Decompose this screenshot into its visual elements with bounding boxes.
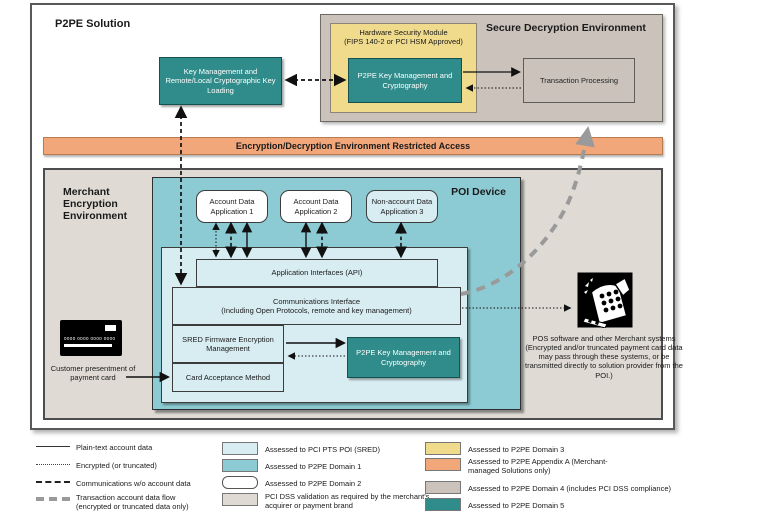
comms-line2: (Including Open Protocols, remote and ke… (221, 306, 412, 315)
legend-swatch-domain2-label: Assessed to P2PE Domain 2 (265, 479, 362, 488)
legend-line-solid (36, 446, 70, 447)
poi-title: POI Device (451, 186, 506, 198)
comms-line1: Communications Interface (272, 296, 361, 306)
card-stripe (64, 344, 112, 347)
legend-swatch-domain5-label: Assessed to P2PE Domain 5 (468, 501, 565, 510)
legend-swatch-domain3-label: Assessed to P2PE Domain 3 (468, 445, 565, 454)
card-acceptance-method-box: Card Acceptance Method (172, 363, 284, 392)
sred-firmware-box: SRED Firmware Encryption Management (172, 325, 284, 363)
p2pe-solution-label: P2PE Solution (55, 18, 131, 30)
legend-swatch-domain1-label: Assessed to P2PE Domain 1 (265, 462, 362, 471)
sde-title: Secure Decryption Environment (486, 22, 646, 34)
legend-swatch-pcidss (222, 493, 258, 506)
customer-presentment-caption: Customer presentment of payment card (50, 364, 136, 383)
restricted-access-banner: Encryption/Decryption Environment Restri… (43, 137, 663, 155)
mee-title: Merchant Encryption Environment (63, 186, 128, 222)
card-chip (105, 325, 116, 331)
card-number: 0000 0000 0000 0000 (64, 336, 116, 341)
legend-swatch-pcidss-label: PCI DSS validation as required by the me… (265, 492, 430, 511)
merchant-encryption-environment-box: Merchant Encryption Environment POI Devi… (43, 168, 683, 420)
legend-swatch-appendixA-label: Assessed to P2PE Appendix A (Merchant-ma… (468, 457, 608, 476)
poi-p2pe-key-management-box: P2PE Key Management and Cryptography (347, 337, 460, 378)
legend-line-dashed-label: Communications w/o account data (76, 479, 191, 488)
legend-swatch-domain5 (425, 498, 461, 511)
key-management-box: Key Management and Remote/Local Cryptogr… (159, 57, 282, 105)
legend-line-dotted (36, 464, 70, 465)
legend-line-gray-label: Transaction account data flow (encrypted… (76, 493, 189, 512)
legend-swatch-sred (222, 442, 258, 455)
application-interfaces-box: Application Interfaces (API) (196, 259, 438, 287)
poi-device-box: POI Device Account Data Application 1 Ac… (152, 177, 521, 410)
legend-swatch-domain1 (222, 459, 258, 472)
non-account-data-application-3-box: Non-account Data Application 3 (366, 190, 438, 223)
pos-systems-caption: POS software and other Merchant systems … (525, 334, 683, 380)
account-data-application-1-box: Account Data Application 1 (196, 190, 268, 223)
sde-p2pe-key-management-box: P2PE Key Management and Cryptography (348, 58, 462, 103)
legend-swatch-appendixA (425, 458, 461, 471)
payment-card-icon: 0000 0000 0000 0000 (60, 320, 122, 356)
legend-swatch-domain4 (425, 481, 461, 494)
legend-line-dashed (36, 481, 70, 483)
legend-swatch-domain3 (425, 442, 461, 455)
legend-line-gray-dashed (36, 497, 70, 501)
hsm-title-line1: Hardware Security Module (359, 28, 448, 37)
legend-line-dotted-label: Encrypted (or truncated) (76, 461, 157, 470)
legend-swatch-sred-label: Assessed to PCI PTS POI (SRED) (265, 445, 381, 454)
communications-interface-box: Communications Interface (Including Open… (221, 297, 412, 315)
account-data-application-2-box: Account Data Application 2 (280, 190, 352, 223)
pos-terminal-icon (577, 272, 633, 328)
transaction-processing-box: Transaction Processing (523, 58, 635, 103)
hsm-title-line2: (FIPS 140-2 or PCI HSM Approved) (344, 37, 463, 47)
legend-swatch-domain4-label: Assessed to P2PE Domain 4 (includes PCI … (468, 484, 672, 493)
legend-line-solid-label: Plain-text account data (76, 443, 153, 452)
legend-swatch-domain2 (222, 476, 258, 489)
